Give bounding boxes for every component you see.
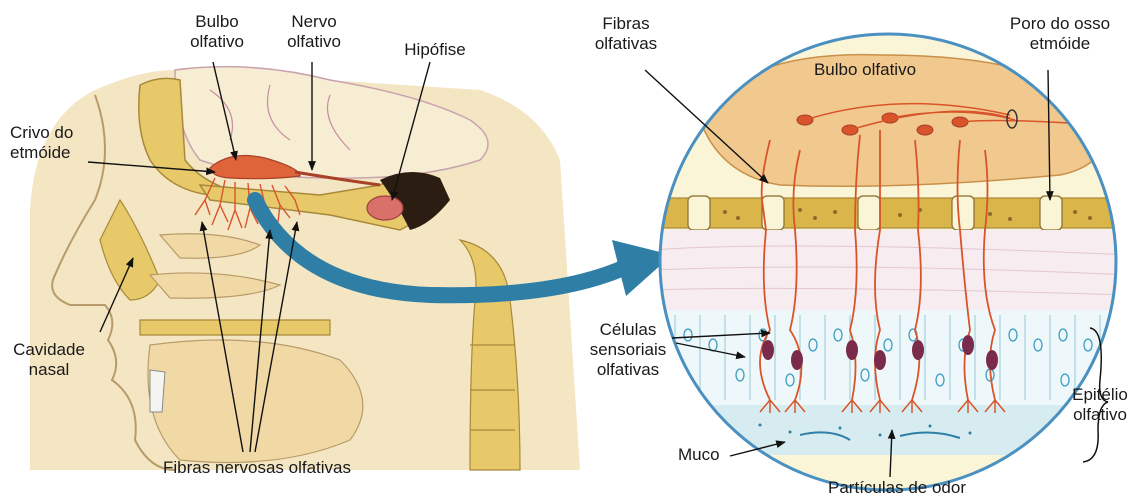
zoom-circle xyxy=(650,30,1130,500)
label-fibras-olfativas: Fibras olfativas xyxy=(588,14,664,54)
label-epitelio: Epitélio olfativo xyxy=(1064,385,1136,425)
tooth xyxy=(150,370,165,412)
label-crivo-etmoide: Crivo do etmóide xyxy=(10,123,100,163)
pituitary xyxy=(367,196,403,220)
palate xyxy=(140,320,330,335)
label-bulbo-olfativo: Bulbo olfativo xyxy=(180,12,254,52)
label-particulas: Partículas de odor xyxy=(822,478,972,498)
label-poro-osso: Poro do osso etmóide xyxy=(1000,14,1120,54)
label-fibras-nervosas: Fibras nervosas olfativas xyxy=(152,458,362,478)
tongue xyxy=(148,340,363,463)
label-muco: Muco xyxy=(678,445,738,465)
label-bulbo-olfativo-zoom: Bulbo olfativo xyxy=(800,60,930,80)
epithelium xyxy=(650,310,1130,405)
label-nervo-olfativo: Nervo olfativo xyxy=(277,12,351,52)
label-hipofise: Hipófise xyxy=(395,40,475,60)
label-celulas-sensoriais: Células sensoriais olfativas xyxy=(578,320,678,380)
label-cavidade-nasal: Cavidade nasal xyxy=(6,340,92,380)
